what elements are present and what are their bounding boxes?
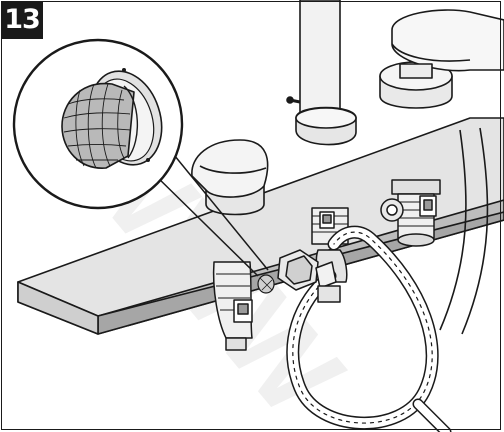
- filter-screen-icon: [61, 68, 163, 169]
- callout-leader-lines: [151, 149, 269, 277]
- bath-rim: [439, 127, 489, 335]
- left-handle: [191, 139, 269, 216]
- shower-hose: [286, 225, 452, 432]
- right-valve: [380, 179, 441, 247]
- step-number-badge: 13: [1, 1, 43, 39]
- left-valve: [212, 261, 253, 351]
- detail-callout: [12, 38, 184, 210]
- spout-body: [286, 0, 357, 146]
- mesh-grid: [63, 83, 131, 169]
- inline-filter: [257, 274, 275, 294]
- right-handle: [379, 9, 504, 109]
- hose-nut: [277, 249, 341, 303]
